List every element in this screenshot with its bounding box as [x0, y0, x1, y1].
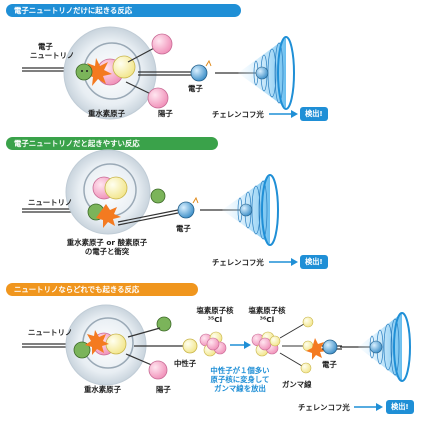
label-neutron-3: 中性子	[174, 359, 197, 368]
detect-badge-2: 検出!	[300, 255, 328, 269]
section-3-title: ニュートリノならどれでも起きる反応	[6, 283, 198, 296]
detector-ring-2	[261, 174, 279, 246]
label-neutrino-2: ニュートリノ	[28, 198, 73, 207]
arrow-right-icon	[291, 110, 298, 118]
label-cherenkov-1: チェレンコフ光	[212, 110, 264, 119]
label-cherenkov-3: チェレンコフ光	[298, 403, 350, 412]
section-1-diagram	[22, 26, 298, 120]
label-collision-line2: の電子と衝突	[84, 247, 130, 256]
label-capture-note-3: ガンマ線を放出	[214, 384, 266, 393]
electron-1	[190, 64, 208, 82]
section-3-diagram	[22, 304, 411, 411]
collision-burst-icon	[96, 204, 121, 228]
gamma-ray-1	[302, 316, 314, 328]
neutrino-character-icon	[156, 316, 172, 332]
collision-burst-icon	[85, 330, 109, 355]
gamma-ray-3	[300, 362, 312, 374]
detect-badge-1: 検出!	[300, 107, 328, 121]
label-neutrino-3: ニュートリノ	[28, 328, 73, 337]
section-2-title: 電子ニュートリノだと起きやすい反応	[6, 137, 218, 150]
arrow-right-icon	[291, 258, 298, 266]
detector-ring-3	[393, 312, 411, 382]
arrow-right-icon	[376, 403, 383, 411]
neutrino-character-icon	[150, 188, 166, 204]
label-cl35-line2: ³⁵Cl	[207, 315, 223, 324]
electron-2	[177, 201, 195, 219]
neutrino-character-icon	[73, 341, 91, 359]
label-proton-3: 陽子	[156, 385, 171, 394]
label-cl36-line2: ³⁶Cl	[259, 315, 275, 324]
label-proton-1: 陽子	[158, 109, 173, 118]
label-heavy-hydrogen-1: 重水素原子	[88, 109, 125, 118]
label-electron-neutrino-line2: ニュートリノ	[30, 51, 75, 60]
label-electron-3: 電子	[322, 360, 337, 369]
collision-burst-icon	[306, 338, 327, 360]
proton-1b	[147, 87, 169, 109]
section-1-title: 電子ニュートリノだけに起きる反応	[6, 4, 241, 17]
label-cl35-line1: 塩素原子核	[196, 306, 234, 315]
arrow-right-icon	[244, 341, 251, 349]
detect-badge-3: 検出!	[386, 400, 414, 414]
label-capture-note-1: 中性子が１個多い	[210, 366, 270, 375]
label-cl36-line1: 塩素原子核	[248, 306, 286, 315]
label-electron-2: 電子	[176, 224, 191, 233]
label-collision-line1: 重水素原子 or 酸素原子	[66, 238, 148, 247]
neutron-3	[182, 338, 198, 354]
detector-ring-1	[277, 36, 295, 110]
section-2-diagram	[22, 149, 298, 266]
label-capture-note-2: 原子核に変身して	[210, 375, 270, 384]
proton-1a	[151, 33, 173, 55]
neutrino-character-icon	[75, 63, 93, 81]
label-heavy-hydrogen-3: 重水素原子	[84, 385, 121, 394]
electron-3	[322, 339, 338, 355]
collision-burst-icon	[85, 58, 112, 86]
chlorine-35-nucleus-icon	[199, 331, 227, 357]
label-gamma: ガンマ線	[282, 380, 312, 389]
label-electron-1: 電子	[188, 84, 203, 93]
label-electron-neutrino-line1: 電子	[38, 42, 53, 51]
chlorine-36-nucleus-icon	[251, 331, 281, 357]
proton-3	[148, 360, 168, 380]
label-cherenkov-2: チェレンコフ光	[212, 258, 264, 267]
